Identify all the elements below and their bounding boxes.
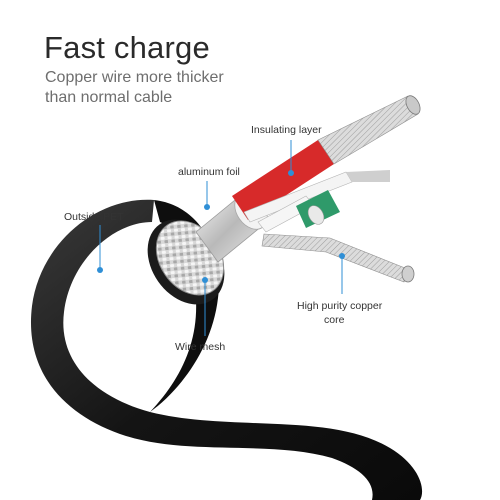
outside-pet-pointer	[97, 225, 103, 273]
label-outside-pet: Outside PET	[64, 211, 124, 223]
page-title: Fast charge	[44, 30, 210, 65]
label-high-purity-copper-line-1: High purity copper	[297, 300, 383, 312]
wire-mesh-pointer	[202, 277, 208, 336]
aluminum-foil-pointer	[204, 181, 210, 210]
subtitle-line-2: than normal cable	[45, 89, 173, 106]
callout-pointers	[97, 140, 345, 336]
label-wire-mesh: Wire mesh	[175, 341, 226, 353]
green-insulated-conductor	[296, 190, 340, 228]
label-insulating-layer: Insulating layer	[251, 124, 322, 136]
subtitle-line-1: Copper wire more thicker	[45, 69, 224, 86]
insulating-layer-pointer	[288, 140, 294, 176]
label-aluminum-foil: aluminum foil	[178, 166, 240, 178]
red-insulated-conductor	[232, 95, 421, 220]
copper-core-pointer	[339, 253, 345, 294]
label-high-purity-copper-line-2: core	[324, 314, 345, 326]
copper-core-strands	[261, 233, 415, 283]
